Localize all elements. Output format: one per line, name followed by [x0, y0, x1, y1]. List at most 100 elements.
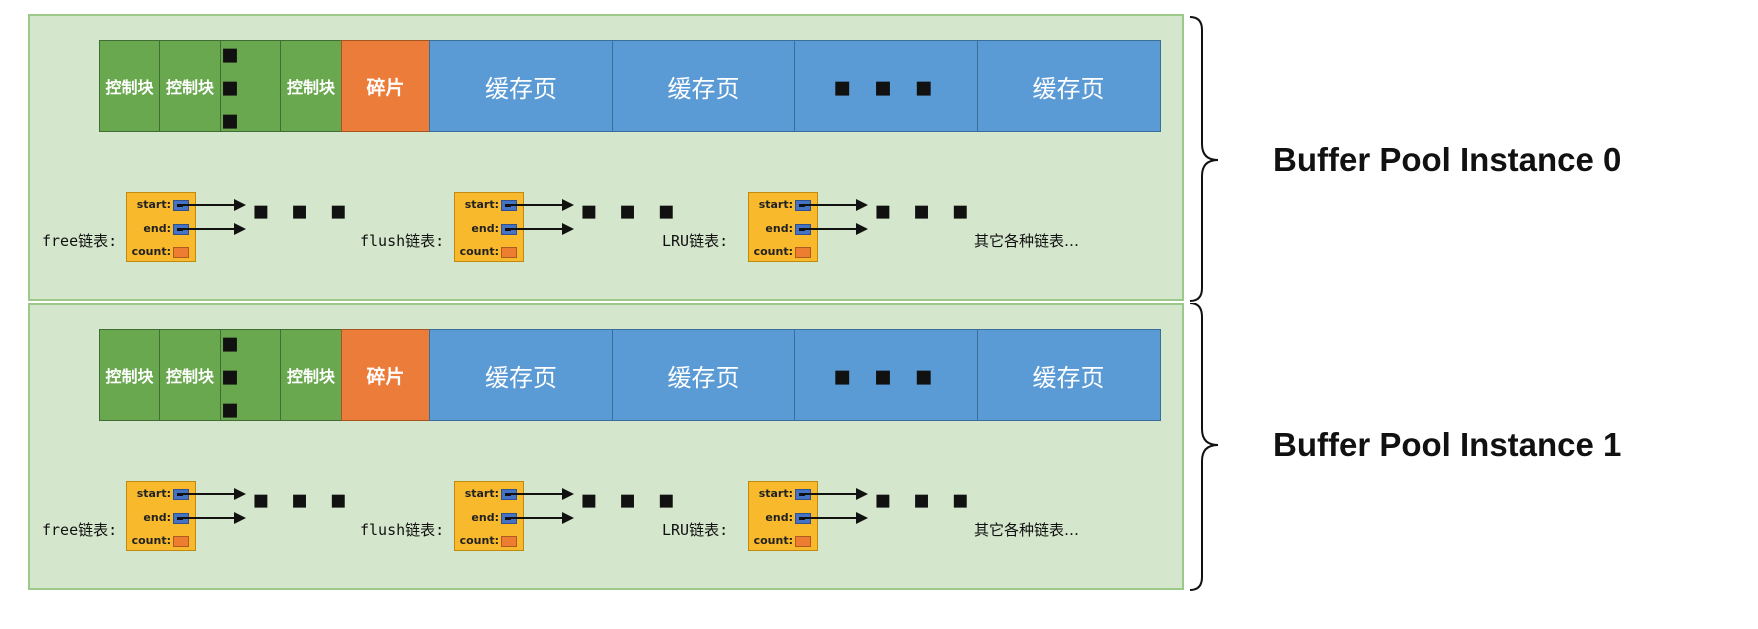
- flush-list-node: start: end: count:: [454, 481, 524, 551]
- free-list-node: start: end: count:: [126, 192, 196, 262]
- brace-instance-1: [1189, 303, 1219, 591]
- free-list-node: start: end: count:: [126, 481, 196, 551]
- buffer-pool-instance-0: 控制块 控制块 ▪ ▪ ▪ 控制块 碎片 缓存页 缓存页 ▪ ▪ ▪ 缓存页 f…: [28, 14, 1184, 301]
- count-label: count:: [131, 534, 171, 547]
- ellipsis: ▪ ▪ ▪: [252, 485, 353, 515]
- arrow: [800, 512, 868, 524]
- end-label: end:: [471, 222, 499, 235]
- instance-1-label: Buffer Pool Instance 1: [1273, 426, 1622, 463]
- other-lists-label: 其它各种链表…: [974, 521, 1080, 539]
- count-label: count:: [131, 245, 171, 258]
- count-value: [795, 247, 811, 258]
- arrow: [178, 199, 246, 211]
- control-block-label: 控制块: [165, 367, 214, 386]
- cache-page-label: 缓存页: [485, 74, 557, 103]
- count-value: [173, 247, 189, 258]
- control-block: 控制块: [159, 329, 221, 421]
- instance-0-label: Buffer Pool Instance 0: [1273, 141, 1622, 178]
- control-block: 控制块: [280, 40, 342, 132]
- ellipsis: ▪ ▪ ▪: [832, 358, 940, 392]
- ellipsis: ▪ ▪ ▪: [220, 325, 246, 425]
- cache-page: 缓存页: [429, 40, 613, 132]
- control-block: 控制块: [98, 329, 161, 421]
- control-block-ellipsis: ▪ ▪ ▪: [219, 37, 282, 136]
- ellipsis: ▪ ▪ ▪: [220, 36, 246, 136]
- free-list-label: free链表:: [42, 232, 118, 250]
- arrow: [800, 199, 868, 211]
- brace-instance-0: [1189, 16, 1219, 302]
- end-label: end:: [143, 511, 171, 524]
- control-block-label: 控制块: [105, 367, 154, 386]
- cache-page-label: 缓存页: [667, 363, 740, 392]
- other-lists-label: 其它各种链表…: [974, 232, 1080, 250]
- ellipsis: ▪ ▪ ▪: [832, 69, 940, 103]
- end-label: end:: [143, 222, 171, 235]
- lru-list-label: LRU链表:: [662, 521, 729, 539]
- arrow: [800, 488, 868, 500]
- fragment-block: 碎片: [340, 329, 431, 421]
- ellipsis: ▪ ▪ ▪: [580, 485, 681, 515]
- page-row: 控制块 控制块 ▪ ▪ ▪ 控制块 碎片 缓存页 缓存页 ▪ ▪ ▪ 缓存页: [98, 326, 1161, 425]
- arrow: [178, 512, 246, 524]
- control-block-label: 控制块: [286, 367, 335, 386]
- count-label: count:: [459, 534, 499, 547]
- cache-page: 缓存页: [429, 329, 613, 421]
- arrow: [506, 488, 574, 500]
- lru-list-node: start: end: count:: [748, 192, 818, 262]
- cache-page-label: 缓存页: [1032, 74, 1105, 103]
- list-row: free链表: start: end: count: ▪ ▪ ▪ flush链表…: [30, 481, 1182, 561]
- arrow: [800, 223, 868, 235]
- control-block-label: 控制块: [286, 78, 335, 97]
- free-list-label: free链表:: [42, 521, 118, 539]
- count-label: count:: [459, 245, 499, 258]
- flush-list-node: start: end: count:: [454, 192, 524, 262]
- arrow: [178, 223, 246, 235]
- fragment-label: 碎片: [366, 76, 405, 99]
- ellipsis: ▪ ▪ ▪: [580, 196, 681, 226]
- arrow: [506, 199, 574, 211]
- count-value: [173, 536, 189, 547]
- cache-page-label: 缓存页: [485, 363, 557, 392]
- start-label: start:: [464, 487, 499, 500]
- buffer-pool-instance-1: 控制块 控制块 ▪ ▪ ▪ 控制块 碎片 缓存页 缓存页 ▪ ▪ ▪ 缓存页 f…: [28, 303, 1184, 590]
- cache-page-ellipsis: ▪ ▪ ▪: [794, 329, 978, 421]
- cache-page: 缓存页: [976, 329, 1161, 421]
- flush-list-label: flush链表:: [360, 232, 445, 250]
- fragment-block: 碎片: [340, 40, 431, 132]
- start-label: start:: [464, 198, 499, 211]
- count-value: [501, 536, 517, 547]
- cache-page: 缓存页: [976, 40, 1161, 132]
- lru-list-label: LRU链表:: [662, 232, 729, 250]
- count-label: count:: [753, 245, 793, 258]
- arrow: [506, 512, 574, 524]
- ellipsis: ▪ ▪ ▪: [252, 196, 353, 226]
- arrow: [506, 223, 574, 235]
- start-label: start:: [136, 198, 171, 211]
- control-block-label: 控制块: [165, 78, 214, 97]
- lru-list-node: start: end: count:: [748, 481, 818, 551]
- count-value: [795, 536, 811, 547]
- start-label: start:: [758, 487, 793, 500]
- page-row: 控制块 控制块 ▪ ▪ ▪ 控制块 碎片 缓存页 缓存页 ▪ ▪ ▪ 缓存页: [98, 37, 1161, 136]
- count-label: count:: [753, 534, 793, 547]
- end-label: end:: [765, 511, 793, 524]
- flush-list-label: flush链表:: [360, 521, 445, 539]
- start-label: start:: [136, 487, 171, 500]
- cache-page: 缓存页: [611, 329, 796, 421]
- ellipsis: ▪ ▪ ▪: [874, 485, 975, 515]
- control-block-label: 控制块: [105, 78, 154, 97]
- cache-page: 缓存页: [611, 40, 796, 132]
- control-block: 控制块: [159, 40, 221, 132]
- list-row: free链表: start: end: count: ▪ ▪ ▪ flush链表…: [30, 192, 1182, 272]
- end-label: end:: [765, 222, 793, 235]
- end-label: end:: [471, 511, 499, 524]
- fragment-label: 碎片: [366, 365, 405, 388]
- arrow: [178, 488, 246, 500]
- control-block-ellipsis: ▪ ▪ ▪: [219, 326, 282, 425]
- control-block: 控制块: [98, 40, 161, 132]
- cache-page-label: 缓存页: [667, 74, 740, 103]
- count-value: [501, 247, 517, 258]
- cache-page-ellipsis: ▪ ▪ ▪: [794, 40, 978, 132]
- start-label: start:: [758, 198, 793, 211]
- ellipsis: ▪ ▪ ▪: [874, 196, 975, 226]
